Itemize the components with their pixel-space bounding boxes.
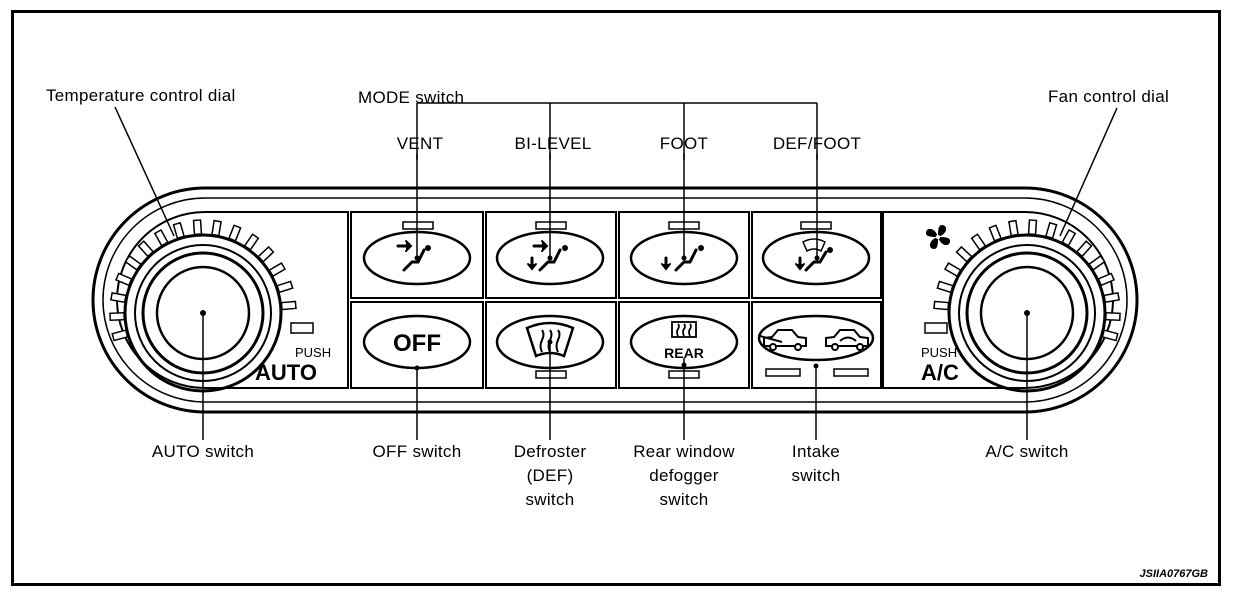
dial-scale-mark: [933, 300, 950, 311]
intake-label-line2: switch: [791, 466, 841, 485]
dial-scale-mark: [1008, 219, 1019, 237]
off-switch-label: OFF switch: [372, 442, 462, 461]
rear-window-defogger-icon: [671, 321, 697, 338]
dial-scale-mark: [1104, 311, 1121, 322]
vent-indicator: [402, 221, 434, 230]
intake-fresh-indicator: [765, 368, 801, 377]
rear-label-line2: defogger: [649, 466, 719, 485]
defroster-label-line3: switch: [525, 490, 575, 509]
ac-indicator: [924, 322, 948, 334]
mode-switch-label: MODE switch: [358, 88, 465, 107]
foot-mode-icon: [661, 245, 704, 272]
figure-code: JSIIA0767GB: [1139, 568, 1208, 580]
dial-scale-mark: [1027, 219, 1038, 236]
rear-label-line1: Rear window: [633, 442, 735, 461]
temperature-dial-label: Temperature control dial: [46, 86, 236, 105]
dial-scale-mark: [936, 280, 954, 294]
auto-indicator: [290, 322, 314, 334]
bi-level-label: BI-LEVEL: [514, 134, 592, 153]
push-label-right: PUSH: [921, 345, 957, 360]
defroster-label-line1: Defroster: [513, 442, 587, 461]
dial-scale-mark: [172, 221, 186, 240]
bi-level-indicator: [535, 221, 567, 230]
fan-control-dial[interactable]: [882, 211, 1121, 393]
fan-icon: [926, 225, 950, 249]
dial-scale-mark: [211, 219, 222, 237]
dial-scale-mark: [280, 300, 297, 311]
figure-frame: [11, 10, 1221, 586]
intake-recirc-indicator: [833, 368, 869, 377]
dial-scale-mark: [276, 280, 294, 294]
defroster-switch-label: Defroster (DEF) switch: [514, 440, 587, 512]
ac-label: A/C: [921, 360, 959, 385]
def-indicator: [535, 370, 567, 379]
dial-scale-mark: [192, 219, 203, 236]
def-foot-indicator: [800, 221, 832, 230]
ac-switch-label: A/C switch: [985, 442, 1069, 461]
fresh-air-car-icon: [759, 329, 807, 351]
fan-dial-label: Fan control dial: [1048, 87, 1170, 106]
panel-outline: [91, 186, 1139, 414]
def-foot-label: DEF/FOOT: [772, 134, 862, 153]
rear-label-line3: switch: [659, 490, 709, 509]
rear-button-label: REAR: [664, 345, 704, 361]
bi-level-mode-icon: [527, 240, 568, 272]
rear-defogger-switch-label: Rear window defogger switch: [633, 440, 735, 512]
vent-label: VENT: [396, 134, 444, 153]
dial-scale-mark: [110, 292, 127, 304]
push-label-left: PUSH: [295, 345, 331, 360]
defroster-label-line2: (DEF): [526, 466, 574, 485]
def-foot-mode-icon: [795, 238, 833, 272]
off-button[interactable]: OFF: [362, 314, 472, 370]
dial-scale-mark: [1044, 221, 1058, 240]
leader-lines: [114, 102, 1118, 440]
dial-scale-mark: [1103, 292, 1120, 304]
intake-label-line1: Intake: [791, 442, 841, 461]
intake-switch-label: Intake switch: [791, 440, 840, 488]
off-button-label: OFF: [393, 330, 441, 357]
vent-mode-icon: [396, 240, 431, 272]
intake-button[interactable]: [757, 314, 875, 362]
recirculation-car-icon: [825, 329, 869, 351]
auto-label: AUTO: [255, 360, 317, 385]
auto-switch-label: AUTO switch: [151, 442, 255, 461]
dial-scale-mark: [109, 311, 126, 322]
foot-label: FOOT: [659, 134, 709, 153]
